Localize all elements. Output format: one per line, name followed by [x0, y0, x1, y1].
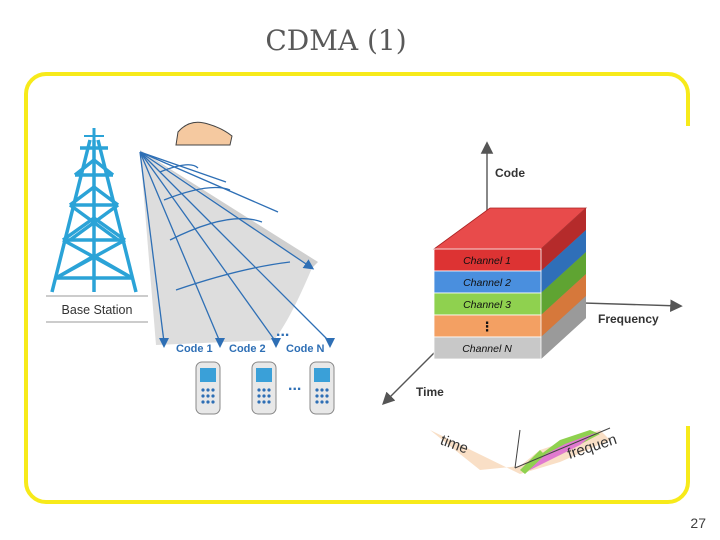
- plot-time-label: time: [438, 432, 470, 458]
- code-ellipsis: ...: [276, 323, 289, 340]
- channel-label-3: Channel 3: [463, 299, 511, 311]
- channel-layer-n: [433, 336, 542, 360]
- channel-label-2: Channel 2: [463, 277, 511, 289]
- phone-icon-2: [251, 361, 277, 415]
- channel-block: Channel 1 Channel 2 Channel 3 ⋮ Channel …: [432, 207, 588, 360]
- base-station-label: Base Station: [62, 303, 133, 317]
- channel-label-dots: ⋮: [481, 320, 494, 335]
- channel-label-n: Channel N: [462, 343, 512, 355]
- slide-title: CDMA (1): [265, 24, 407, 57]
- page-number: 27: [690, 515, 706, 531]
- base-station-icon: [50, 128, 138, 293]
- code-label-1: Code 1: [176, 343, 213, 355]
- phone-icon-1: [195, 361, 221, 415]
- channel-label-1: Channel 1: [463, 255, 511, 267]
- time-axis-label: Time: [416, 385, 444, 399]
- beam-fan: [139, 150, 335, 348]
- code-label-n: Code N: [286, 343, 325, 355]
- phone-icon-n: [309, 361, 335, 415]
- code-axis-label: Code: [495, 166, 525, 180]
- phone-ellipsis: ...: [288, 377, 301, 394]
- code-label-2: Code 2: [229, 343, 266, 355]
- frequency-axis-label: Frequency: [598, 312, 659, 326]
